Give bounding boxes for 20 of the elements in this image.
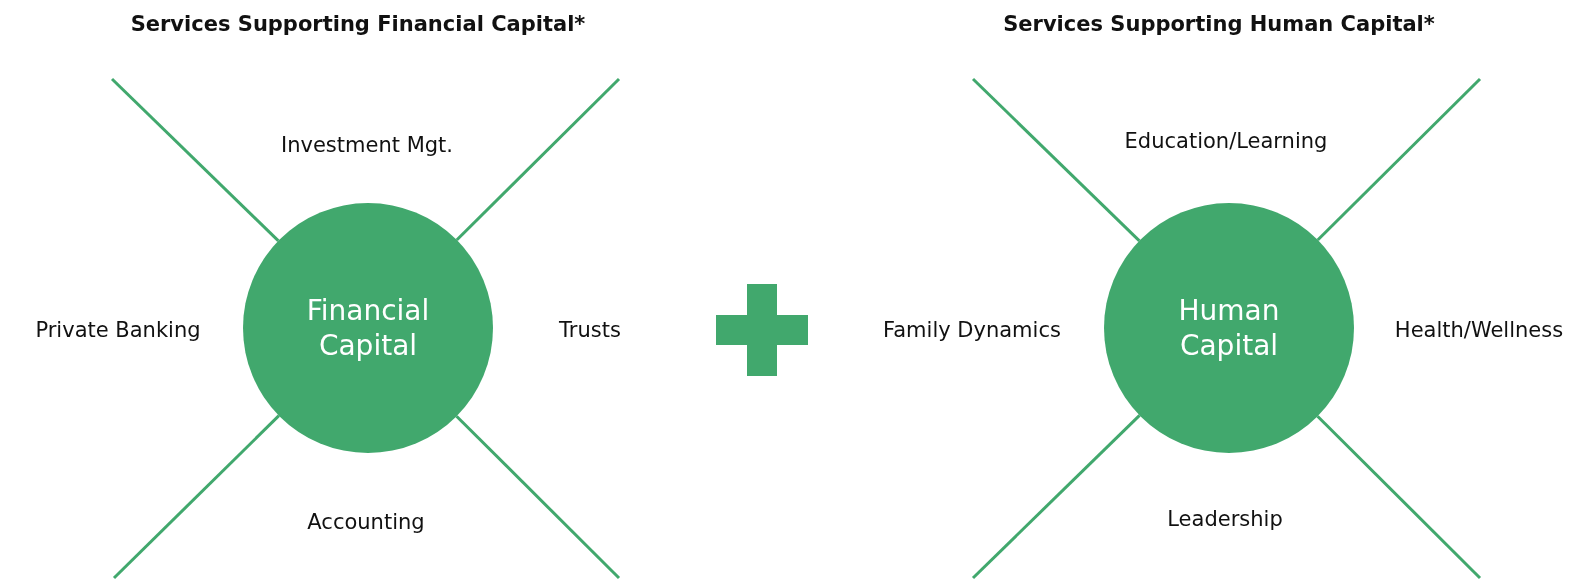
spoke-line — [112, 414, 280, 580]
service-label: Investment Mgt. — [281, 133, 453, 157]
service-label: Health/Wellness — [1394, 318, 1564, 342]
section-heading: Services Supporting Financial Capital* — [130, 12, 586, 36]
service-label: Trusts — [559, 318, 621, 342]
spoke-line — [971, 77, 1141, 242]
service-label: Leadership — [1167, 507, 1283, 531]
service-label: Accounting — [307, 510, 425, 534]
spoke-line — [455, 77, 621, 242]
spoke-line — [1316, 415, 1482, 580]
section-heading: Services Supporting Human Capital* — [1003, 12, 1435, 36]
spoke-line — [455, 415, 621, 580]
spoke-line — [971, 414, 1141, 580]
service-label: Private Banking — [35, 318, 201, 342]
circle-label: Financial Capital — [305, 293, 431, 363]
service-label: Education/Learning — [1124, 129, 1328, 153]
circle-label: Human Capital — [1177, 293, 1281, 363]
spoke-line — [110, 77, 280, 242]
spoke-line — [1316, 77, 1482, 242]
service-label: Family Dynamics — [883, 318, 1061, 342]
